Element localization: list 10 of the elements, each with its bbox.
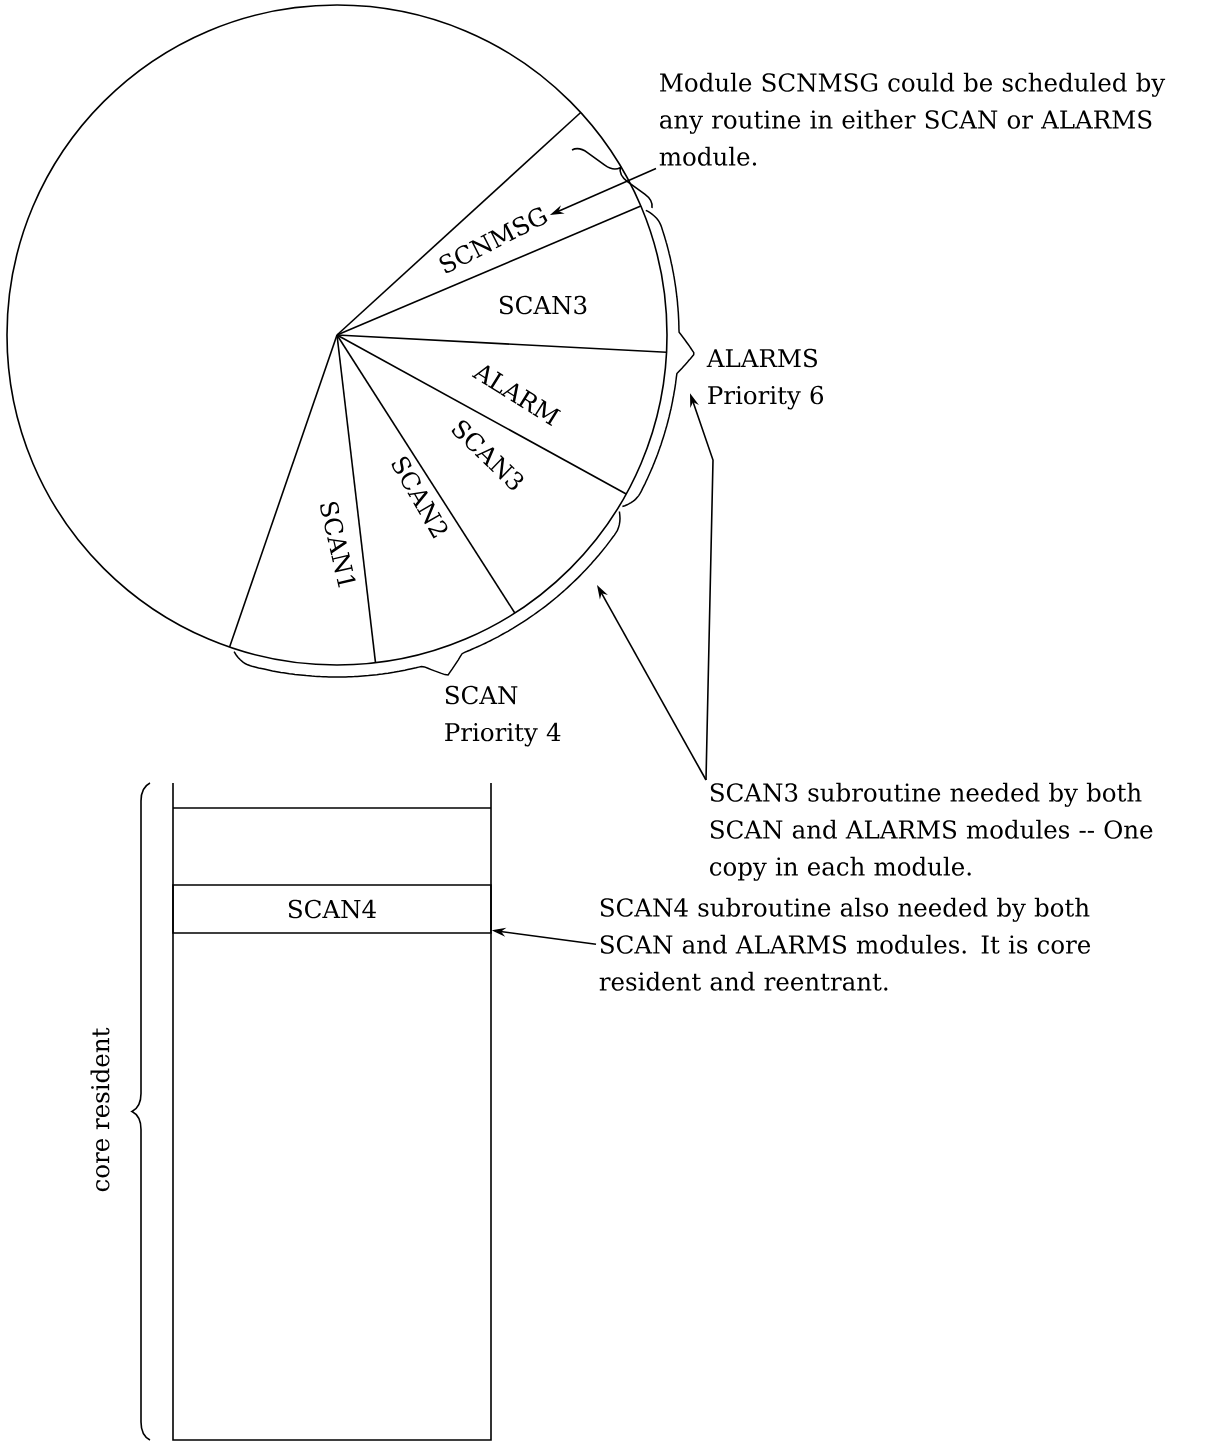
note-text: SCAN3 subroutine needed by both SCAN and ALARMS modules -- One copy in each module. [710, 782, 1153, 881]
rotated-label: core resident [90, 1027, 110, 1192]
memory-row: SCAN4 [172, 884, 492, 934]
note-text: SCAN Priority 4 [445, 685, 561, 747]
sector-label: SCAN3 [499, 295, 587, 315]
note-text: ALARMS Priority 6 [706, 348, 824, 410]
memory-column [172, 782, 492, 1441]
sector-label: SCAN1 [320, 501, 356, 588]
note-text: SCAN4 subroutine also needed by both SCAN and ALARMS modules. It is core resident and reentrant. [599, 897, 1091, 991]
note-text: Module SCNMSG could be scheduled by any routine in either SCAN or ALARMS module. [659, 72, 1166, 166]
